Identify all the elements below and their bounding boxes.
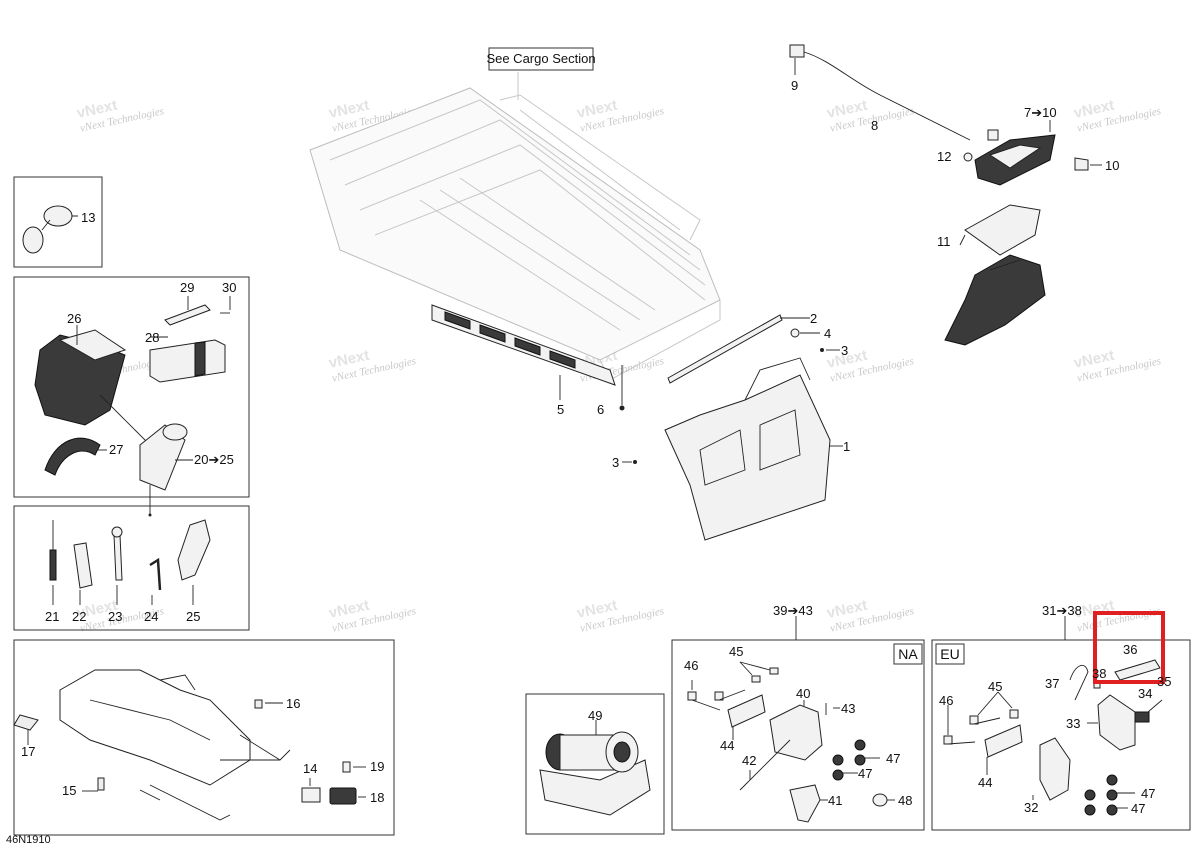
callout-47b: 47 [858,766,872,781]
callout-46a: 46 [684,658,698,673]
box-13 [13,176,103,268]
callout-30: 30 [222,280,236,295]
na-hitch-parts [687,661,895,823]
callout-12: 12 [937,149,951,164]
callout-46b: 46 [939,693,953,708]
callouts: 1 2 3 3 4 5 6 7➔10 8 9 10 11 12 13 14 15… [21,78,1171,816]
callout-16: 16 [286,696,300,711]
callout-44a: 44 [720,738,734,753]
callout-35: 35 [1157,674,1171,689]
callout-3b: 3 [612,455,619,470]
screw-6-icon [619,405,625,411]
callout-40: 40 [796,686,810,701]
cargo-note-box: See Cargo Section [486,47,596,71]
tools-21-25 [49,519,211,605]
callout-27: 27 [109,442,123,457]
callout-42: 42 [742,753,756,768]
cargo-rack-ghost [309,72,721,381]
callout-11: 11 [937,234,951,249]
box-eu [931,639,1191,831]
callout-2: 2 [810,311,817,326]
callout-39-43: 39➔43 [773,603,813,618]
callout-17: 17 [21,744,35,759]
part-27-strap [44,437,107,476]
callout-44b: 44 [978,775,992,790]
callout-8: 8 [871,118,878,133]
callout-10: 10 [1105,158,1119,173]
screw-3b-icon [633,460,637,464]
callout-7-10: 7➔10 [1024,105,1057,120]
eu-tag-box [935,643,965,665]
callout-20-25: 20➔25 [194,452,234,467]
callout-48: 48 [898,793,912,808]
part-5-side-rail [431,304,616,400]
callout-38: 38 [1092,666,1106,681]
part-7-taillight [963,120,1102,186]
part-2-mounting-strip [667,314,810,384]
part-30-screw [220,296,231,314]
callout-23: 23 [108,609,122,624]
box-21-25 [13,505,250,631]
callout-19: 19 [370,759,384,774]
eu-hitch-parts [943,659,1163,816]
snowmobile-outline [13,669,291,821]
callout-41: 41 [828,793,842,808]
decal-14 [301,778,321,803]
callout-26: 26 [67,311,81,326]
part-13-grommet [22,205,78,254]
callout-14: 14 [303,761,317,776]
callout-32: 32 [1024,800,1038,815]
callout-29: 29 [180,280,194,295]
box-14-19 [13,639,395,836]
part-29-bracket [164,296,211,326]
eu-tag: EU [940,646,959,662]
box-na [671,639,925,831]
callout-45a: 45 [729,644,743,659]
part-26-tool-box [34,325,161,456]
part-20-tool-kit-roll [139,423,193,517]
callout-9: 9 [791,78,798,93]
callout-47c: 47 [1141,786,1155,801]
part-49-winch [539,720,651,816]
callout-6: 6 [597,402,604,417]
callout-31-38: 31➔38 [1042,603,1082,618]
callout-47a: 47 [886,751,900,766]
callout-43: 43 [841,701,855,716]
callout-3a: 3 [841,343,848,358]
part-28-pad [149,336,226,383]
box-26-30 [13,276,250,498]
cargo-note: See Cargo Section [486,51,595,66]
washer-4-icon [790,328,800,338]
box-49 [525,693,665,835]
na-tag: NA [898,646,918,662]
callout-13: 13 [81,210,95,225]
callout-28: 28 [145,330,159,345]
part-11-light-housing [944,204,1046,346]
callout-47d: 47 [1131,801,1145,816]
callout-22: 22 [72,609,86,624]
callout-24: 24 [144,609,158,624]
callout-37: 37 [1045,676,1059,691]
part-9-wire-harness [789,44,971,141]
callout-25: 25 [186,609,200,624]
na-tag-box [893,643,923,665]
screw-3-icon [820,348,824,352]
callout-45b: 45 [988,679,1002,694]
callout-21: 21 [45,609,59,624]
part-18-19 [329,761,366,805]
highlight-box-36 [1093,611,1165,684]
callout-34: 34 [1138,686,1152,701]
diagram-code: 46N1910 [6,834,51,846]
part-1-snowflap [664,357,843,541]
callout-49: 49 [588,708,602,723]
callout-36: 36 [1123,642,1137,657]
callout-4: 4 [824,326,831,341]
callout-15: 15 [62,783,76,798]
callout-33: 33 [1066,716,1080,731]
callout-5: 5 [557,402,564,417]
callout-1: 1 [843,439,850,454]
callout-18: 18 [370,790,384,805]
